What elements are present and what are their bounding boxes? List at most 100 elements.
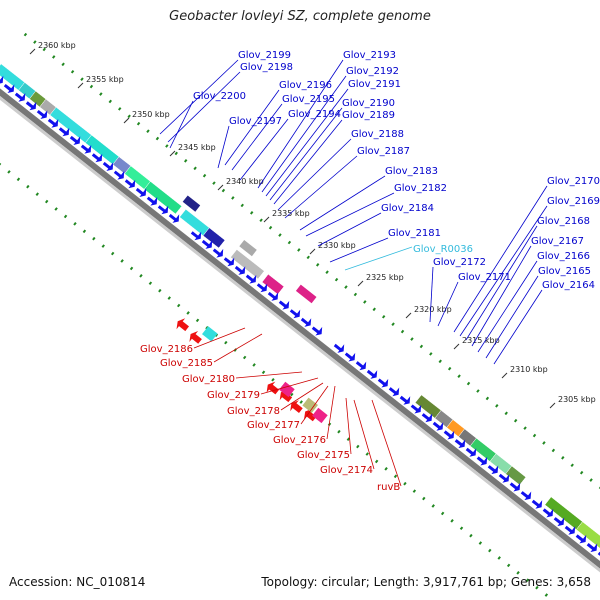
forward-gene-arrow bbox=[553, 517, 565, 527]
kbp-tick-mark bbox=[357, 280, 364, 287]
reverse-label-leader bbox=[235, 371, 303, 379]
reverse-gene-label: ruvB bbox=[377, 482, 400, 493]
forward-gene-label: Glov_2181 bbox=[388, 228, 441, 239]
cog-segment bbox=[179, 208, 210, 237]
kbp-tick-mark bbox=[549, 402, 556, 409]
kbp-tick-label: 2355 kbp bbox=[86, 75, 124, 84]
forward-gene-arrow bbox=[14, 92, 26, 102]
forward-label-leader bbox=[317, 212, 382, 247]
forward-gene-arrow bbox=[0, 75, 4, 84]
reverse-gene-arrow bbox=[176, 318, 189, 332]
forward-gene-arrow bbox=[399, 395, 411, 405]
map-title: Geobacter lovleyi SZ, complete genome bbox=[169, 9, 431, 24]
reverse-label-leader bbox=[280, 382, 324, 411]
cog-segment bbox=[575, 521, 600, 549]
forward-gene-label: Glov_2165 bbox=[538, 266, 591, 277]
forward-label-leader bbox=[437, 281, 459, 327]
reverse-label-leader bbox=[371, 399, 402, 487]
kbp-tick-label: 2340 kbp bbox=[226, 177, 264, 186]
forward-gene-arrow bbox=[344, 352, 356, 362]
forward-gene-arrow bbox=[388, 387, 400, 397]
forward-gene-label: Glov_2172 bbox=[433, 257, 486, 268]
forward-gene-arrow bbox=[146, 196, 158, 206]
forward-gene-arrow bbox=[498, 473, 510, 483]
reverse-gene-label: Glov_2177 bbox=[247, 420, 300, 431]
forward-gene-label: Glov_2188 bbox=[351, 129, 404, 140]
reverse-label-leader bbox=[213, 333, 263, 363]
forward-gene-arrow bbox=[300, 317, 312, 327]
forward-gene-arrow bbox=[91, 153, 103, 163]
forward-label-leader bbox=[453, 185, 548, 333]
kbp-tick-mark bbox=[29, 48, 36, 55]
reverse-label-leader bbox=[345, 397, 352, 455]
forward-gene-label: Glov_2199 bbox=[238, 50, 291, 61]
forward-gene-label: Glov_2194 bbox=[288, 109, 341, 120]
forward-label-leader bbox=[329, 237, 389, 263]
forward-gene-arrow bbox=[410, 404, 422, 414]
forward-gene-arrow bbox=[157, 205, 169, 215]
kbp-tick-mark bbox=[263, 216, 270, 223]
forward-gene-arrow bbox=[355, 361, 367, 371]
cog-segment bbox=[414, 394, 442, 419]
kbp-tick-label: 2330 kbp bbox=[318, 241, 356, 250]
reverse-gene-label: Glov_2175 bbox=[297, 450, 350, 461]
kbp-tick-mark bbox=[501, 372, 508, 379]
reverse-gene-label: Glov_2178 bbox=[227, 406, 280, 417]
cog-segment bbox=[124, 165, 151, 190]
forward-gene-arrow bbox=[234, 265, 246, 275]
reverse-gene-label: Glov_2174 bbox=[320, 465, 373, 476]
forward-gene-arrow bbox=[58, 127, 70, 137]
forward-gene-arrow bbox=[168, 213, 180, 223]
forward-gene-label: Glov_2198 bbox=[240, 62, 293, 73]
forward-label-leader bbox=[471, 245, 532, 347]
forward-gene-arrow bbox=[597, 551, 600, 556]
forward-gene-label: Glov_2193 bbox=[343, 50, 396, 61]
forward-gene-arrow bbox=[278, 300, 290, 310]
kbp-tick-label: 2350 kbp bbox=[132, 110, 170, 119]
forward-gene-label: Glov_2192 bbox=[346, 66, 399, 77]
kbp-tick-label: 2335 kbp bbox=[272, 209, 310, 218]
cog-segment bbox=[0, 63, 26, 91]
reverse-gene-block bbox=[279, 381, 295, 398]
kbp-tick-mark bbox=[309, 248, 316, 255]
reverse-gene-label: Glov_2185 bbox=[160, 358, 213, 369]
forward-label-leader bbox=[265, 88, 349, 197]
kbp-tick-label: 2345 kbp bbox=[178, 143, 216, 152]
forward-gene-arrow bbox=[267, 291, 279, 301]
forward-gene-arrow bbox=[256, 283, 268, 293]
kbp-tick-label: 2360 kbp bbox=[38, 41, 76, 50]
reverse-gene-label: Glov_2186 bbox=[140, 344, 193, 355]
forward-label-leader bbox=[485, 275, 539, 359]
rna-label-leader bbox=[344, 246, 413, 271]
forward-gene-arrows bbox=[0, 75, 600, 556]
reverse-label-leader bbox=[353, 399, 375, 470]
backbone-bar bbox=[0, 88, 600, 569]
forward-gene-arrow bbox=[25, 101, 37, 111]
forward-label-leader bbox=[169, 100, 194, 149]
reverse-gene-arrow bbox=[266, 381, 280, 395]
reverse-gene-block bbox=[202, 326, 218, 342]
backbone-shadow bbox=[0, 96, 600, 573]
forward-gene-label: Glov_2183 bbox=[385, 166, 438, 177]
forward-gene-arrow bbox=[575, 534, 587, 544]
forward-label-leader bbox=[261, 75, 347, 193]
reverse-gene-arrow bbox=[290, 400, 303, 413]
kbp-tick-mark bbox=[77, 82, 84, 89]
forward-gene-arrow bbox=[333, 343, 345, 353]
forward-gene-arrow bbox=[80, 144, 92, 154]
label-leader-lines bbox=[159, 59, 548, 487]
forward-label-leader bbox=[429, 266, 434, 323]
forward-label-leader bbox=[284, 155, 358, 219]
forward-label-leader bbox=[277, 138, 352, 211]
forward-gene-arrow bbox=[102, 161, 114, 171]
kbp-tick-label: 2310 kbp bbox=[510, 365, 548, 374]
forward-gene-label: Glov_2189 bbox=[342, 110, 395, 121]
reverse-gene-arrow bbox=[189, 331, 202, 344]
forward-label-leader bbox=[231, 103, 283, 171]
forward-gene-arrow bbox=[531, 499, 543, 509]
forward-label-leader bbox=[465, 225, 538, 341]
forward-gene-arrow bbox=[289, 309, 301, 319]
forward-gene-arrow bbox=[124, 179, 136, 189]
